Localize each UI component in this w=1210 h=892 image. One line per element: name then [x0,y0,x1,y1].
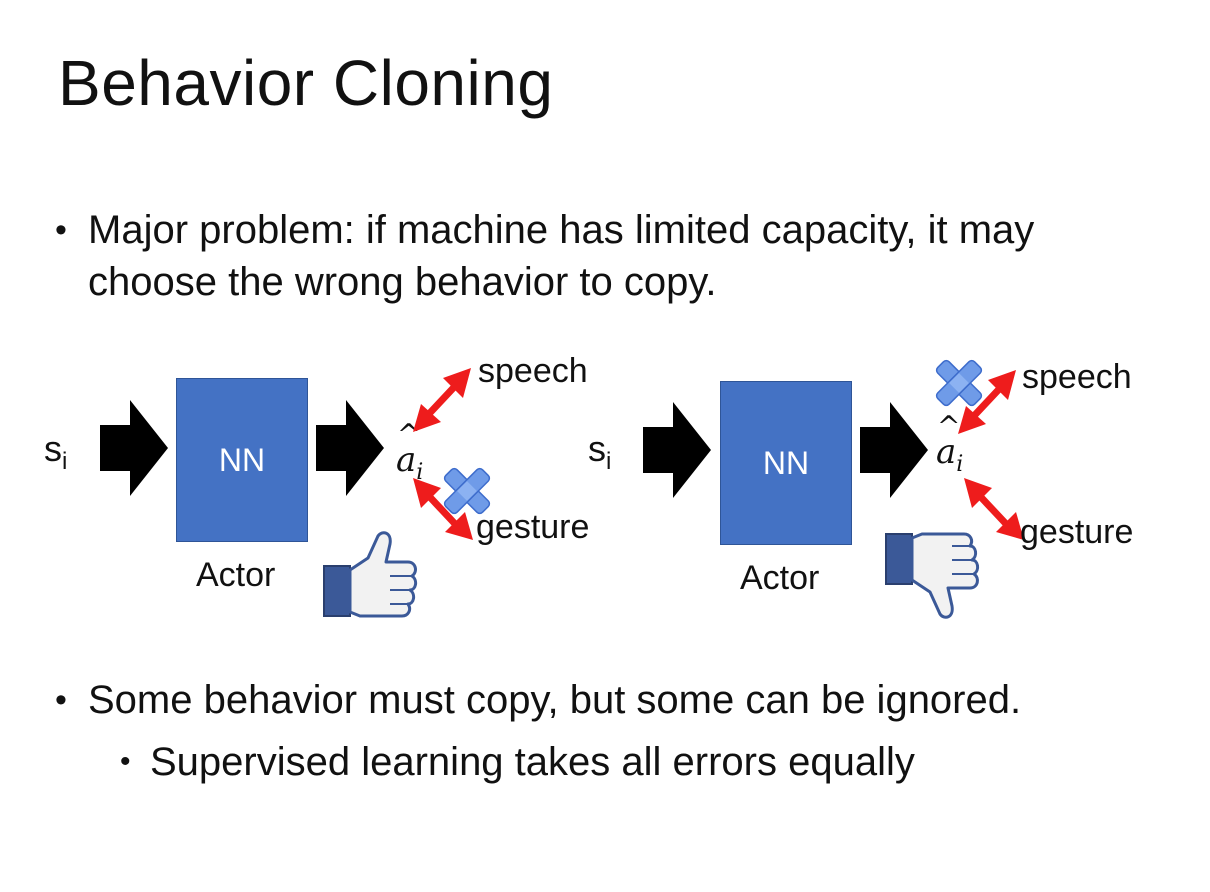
sub-bullet-text: Supervised learning takes all errors equ… [150,740,915,784]
double-arrow-gesture-left [413,478,473,540]
slide-title: Behavior Cloning [58,47,554,119]
block-arrow-input-left [100,400,168,496]
target-gesture-right: gesture [1020,513,1134,551]
block-arrow-output-left [316,400,384,496]
cross-icon-right [935,359,983,407]
sub-bullet: • Supervised learning takes all errors e… [120,736,915,788]
nn-box-left: NN [176,378,308,542]
block-arrow-input-right [643,402,711,498]
nn-label-left: NN [218,441,266,478]
bullet-second-text: Some behavior must copy, but some can be… [88,678,1022,722]
actor-caption-right: Actor [740,559,820,597]
nn-box-right: NN [720,381,852,545]
nn-label-right: NN [762,444,810,481]
bullet-second: • Some behavior must copy, but some can … [55,674,1022,726]
input-label-right: si [588,428,612,475]
output-action-left: ^ai [396,418,424,485]
bullet-main-text: Major problem: if machine has limited ca… [88,208,1035,304]
input-label-left: si [44,428,68,475]
block-arrow-output-right [860,402,928,498]
target-gesture-left: gesture [476,508,590,546]
thumbs-up-icon [323,531,418,618]
actor-caption-left: Actor [196,556,276,594]
double-arrow-gesture-right [964,478,1024,540]
target-speech-left: speech [478,352,588,390]
bullet-dot: • [55,211,67,249]
cross-icon-left [443,467,491,515]
target-speech-right: speech [1022,358,1132,396]
bullet-dot: • [120,745,131,778]
double-arrow-speech-left [413,368,471,432]
bullet-main: • Major problem: if machine has limited … [55,204,1128,308]
double-arrow-speech-right [958,370,1016,434]
thumbs-down-icon [885,532,980,619]
output-action-right: ^ai [936,410,964,477]
bullet-dot: • [55,681,67,719]
